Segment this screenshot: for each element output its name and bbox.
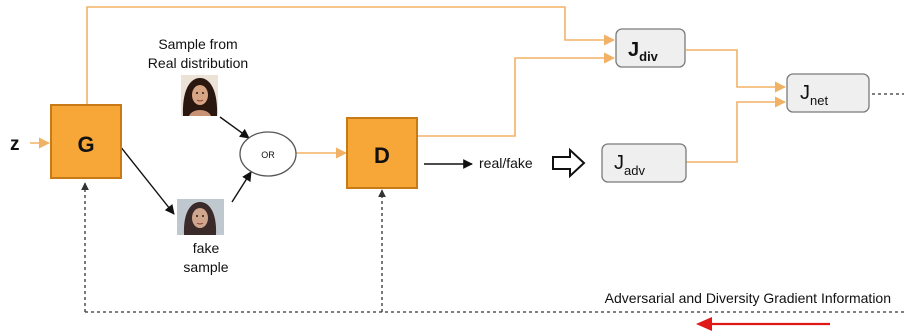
- fake-sample-label-line1: fake: [193, 240, 220, 256]
- j-adv-label: Jadv: [614, 152, 645, 178]
- fake-to-or-arrow: [231, 171, 252, 203]
- j-net-label: Jnet: [800, 82, 828, 108]
- feedback-direction-arrow: [696, 317, 830, 331]
- real-to-or-arrow: [219, 116, 250, 139]
- real-sample-label-line2: Real distribution: [148, 55, 248, 71]
- discriminator-block: [346, 117, 418, 189]
- generator-block: [50, 104, 122, 179]
- sample-lines: [119, 116, 473, 215]
- jdiv-to-jnet-arrow: [686, 49, 787, 93]
- hollow-right-arrow-icon: [552, 147, 586, 179]
- j-div-box: [615, 28, 686, 68]
- g-to-jdiv-arrow: [86, 6, 616, 105]
- real-sample-label-line1: Sample from: [158, 36, 237, 52]
- jadv-to-jnet-arrow: [686, 96, 787, 163]
- j-div-label: Jdiv: [628, 39, 659, 64]
- g-to-fake-arrow: [119, 145, 175, 215]
- flow-lines: [30, 6, 787, 163]
- feedback-lines: [81, 93, 904, 313]
- discriminator-label: D: [374, 143, 390, 168]
- d-to-jdiv-arrow: [418, 52, 616, 137]
- j-net-box: [786, 73, 870, 113]
- j-adv-box: [601, 143, 687, 183]
- fake-sample-label-line2: sample: [183, 259, 228, 275]
- generator-label: G: [77, 132, 94, 157]
- input-z-label: z: [10, 134, 20, 155]
- or-gate-label: OR: [261, 150, 275, 160]
- fake-face-thumbnail: [177, 199, 224, 235]
- real-fake-label: real/fake: [479, 155, 533, 171]
- gradient-info-label: Adversarial and Diversity Gradient Infor…: [605, 290, 891, 306]
- real-face-thumbnail: [181, 75, 218, 116]
- or-gate: [239, 131, 297, 177]
